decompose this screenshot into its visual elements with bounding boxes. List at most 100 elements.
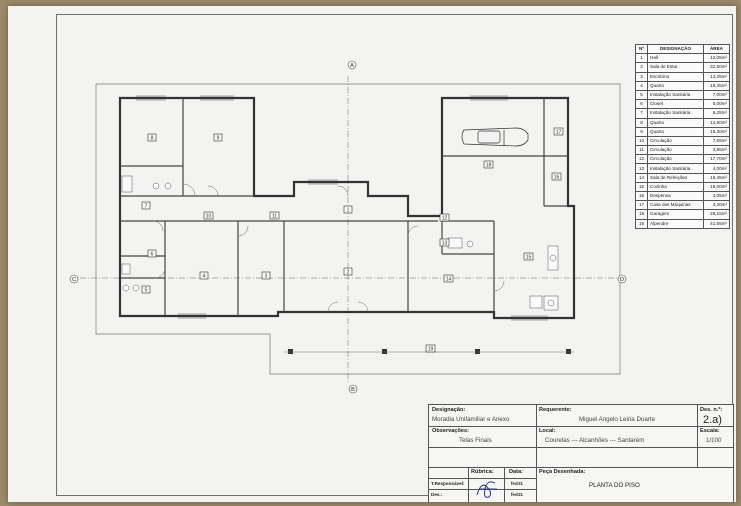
row-area: 4,00m² [703,163,730,174]
designacao-label: Designação: [432,407,466,413]
floor-plan: A B C D [69,60,627,394]
room-number-5: 5 [145,288,148,294]
data-label: Data: [509,469,523,475]
row-area: 17,70m² [703,154,730,165]
row-area: 13,25m² [703,71,730,82]
plot-outline [95,83,621,375]
row-designation: Sala de Estar [647,62,704,73]
row-area: 14,50m² [703,117,730,128]
row-number: 3 [635,71,648,82]
row-number: 11 [635,145,648,156]
axis-label-top: A [350,63,354,69]
room-tag-9 [213,133,223,142]
row-designation: Circulação [647,135,704,147]
row-designation: Closet [647,99,704,110]
row-area: 3,85m² [703,145,730,156]
local-label: Local: [539,428,556,434]
row-designation: Garagem [647,209,704,220]
room-number-1: 1 [347,208,350,214]
row-designation: Casa das Máquinas [647,200,704,211]
row-number: 17 [635,200,648,211]
drawing-frame [56,14,733,496]
row-designation: Quarto [647,126,704,137]
room-number-3: 3 [265,274,268,280]
car-outline [461,127,529,147]
rubrica-label: Rúbrica: [471,469,494,475]
room-number-17: 17 [556,130,562,136]
des-label: Des.: [431,492,443,497]
date-responsavel: fev/21 [511,481,523,486]
des-no-label: Des. n.º: [700,407,723,413]
row-number: 8 [635,117,648,128]
room-tag-5 [141,285,151,294]
observacoes-value: Telas Finais [459,437,492,444]
house-walls [118,96,576,320]
row-number: 13 [635,163,648,174]
room-number-4: 4 [203,274,206,280]
axis-marker-top [347,60,357,70]
row-designation: Instalação Sanitária [647,163,704,174]
room-tag-14 [443,274,454,283]
local-value: Courelas --- Alcanhões --- Santarém [545,437,645,444]
requerente-label: Requerente: [539,407,572,413]
room-number-9: 9 [217,136,220,142]
room-tag-16 [551,172,562,181]
row-number: 19 [635,218,648,229]
room-number-15: 15 [526,255,532,261]
axis-marker-bottom [348,384,358,394]
row-number: 1 [635,53,648,64]
room-tag-15 [523,252,534,261]
peca-label: Peça Desenhada: [539,469,586,475]
door-swings [152,183,505,313]
row-area: 16,35m² [703,80,730,91]
row-number: 14 [635,172,648,183]
row-number: 15 [635,181,648,193]
room-number-18: 18 [486,163,492,169]
room-number-14: 14 [446,277,452,283]
room-numbers: 1 2 3 4 5 6 7 8 9 10 11 12 13 14 15 16 1… [145,130,562,353]
row-area: 18,00m² [703,181,730,193]
row-area: 7,65m² [703,135,730,147]
peca-value: PLANTA DO PISO [589,482,640,489]
axis-markers: A B C D [69,60,627,394]
room-number-6: 6 [151,252,154,258]
row-area: 6,25m² [703,108,730,119]
date-des: fev/21 [511,492,523,497]
room-tag-10 [203,211,214,220]
row-designation: Instalação Sanitária [647,89,704,101]
row-number: 4 [635,80,648,91]
room-tags [141,127,564,353]
escala-label: Escala: [700,428,720,434]
des-no-value: 2.a) [703,414,722,426]
room-tag-19 [425,344,436,353]
room-tag-1 [343,205,353,214]
row-area: 41,55m² [703,218,730,229]
row-number: 9 [635,126,648,137]
responsavel-label: T.Responsável: [431,481,465,486]
interior-walls [120,98,568,316]
axis-marker-right [617,274,627,284]
axis-marker-left [69,274,79,284]
room-number-7: 7 [145,204,148,210]
room-tag-4 [199,271,209,280]
room-tag-7 [141,201,151,210]
row-designation: Circulação [647,145,704,156]
header-number: Nº [635,43,648,55]
signature-mark [476,481,497,498]
drawing-sheet: A B C D [8,6,736,502]
room-number-11: 11 [272,214,277,220]
windows [136,95,548,321]
row-number: 16 [635,190,648,202]
